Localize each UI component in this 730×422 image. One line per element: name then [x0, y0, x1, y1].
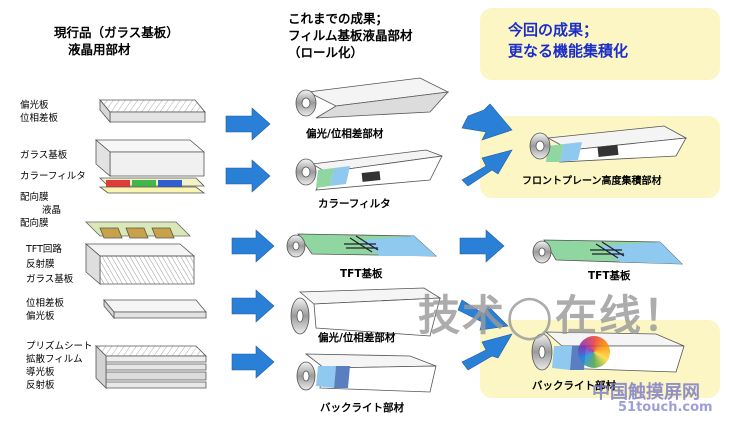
- backlight-stack: [95, 345, 207, 389]
- roll-color-filter: [295, 149, 443, 191]
- layer-label-group-1: 偏光板 位相差板: [20, 99, 58, 125]
- caption-polarizer-2: 偏光/位相差部材: [318, 332, 396, 344]
- header-line: フィルム基板液晶部材: [288, 28, 413, 43]
- current-results-header: 今回の成果； 更なる機能集積化: [508, 20, 628, 62]
- roll-polarizer-1: [295, 77, 450, 119]
- layer-label: 偏光板: [26, 311, 55, 322]
- layer-label: 偏光板: [20, 100, 49, 111]
- arrow-right-icon: [457, 299, 509, 331]
- arrow-right-icon: [461, 333, 513, 371]
- header-line: （ロール化）: [288, 45, 364, 60]
- header-line: 液晶用部材: [68, 42, 131, 57]
- layer-label-group-4: 位相差板 偏光板: [26, 297, 64, 323]
- caption-backlight-integrated: バックライト部材: [532, 380, 616, 392]
- arrow-right-icon: [225, 159, 271, 193]
- arrow-right-icon: [231, 229, 275, 263]
- caption-frontplane: フロントプレーン高度集積部材: [522, 176, 662, 187]
- layer-label: 導光板: [26, 367, 55, 378]
- arrow-right-icon: [231, 345, 275, 379]
- previous-results-header: これまでの成果； フィルム基板液晶部材 （ロール化）: [288, 10, 413, 61]
- layer-label: 配向膜: [20, 218, 49, 229]
- layer-label: カラーフィルタ: [20, 171, 86, 182]
- layer-label: ガラス基板: [20, 150, 68, 161]
- caption-color-filter: カラーフィルタ: [318, 198, 391, 210]
- layer-label: 位相差板: [20, 113, 59, 124]
- layer-label-group-2: ガラス基板 カラーフィルタ 配向膜 液晶 配向膜: [20, 149, 86, 230]
- roll-frontplane-integrated: [529, 125, 688, 163]
- arrow-right-icon: [461, 149, 513, 187]
- layer-label: 液晶: [42, 205, 62, 216]
- watermark-logo-icon: [578, 336, 610, 368]
- roll-tft: [286, 233, 438, 258]
- caption-polarizer-1: 偏光/位相差部材: [306, 128, 384, 140]
- arrow-right-icon: [231, 289, 275, 323]
- highlight-header-panel: [480, 8, 720, 80]
- header-line: 現行品（ガラス基板）: [54, 25, 179, 40]
- caption-tft-integrated: TFT基板: [588, 270, 631, 282]
- layer-label: 反射板: [26, 380, 55, 391]
- layer-label: 位相差板: [26, 298, 65, 309]
- layer-label: ガラス基板: [26, 274, 74, 285]
- roll-tft-integrated: [532, 239, 683, 265]
- glass-color-filter-stack: [94, 139, 206, 194]
- tft-glass-stack: [84, 221, 196, 285]
- layer-label: 拡散フィルム: [26, 354, 83, 365]
- header-line: これまでの成果；: [288, 11, 389, 26]
- caption-tft: TFT基板: [340, 268, 383, 280]
- layer-label: TFT回路: [26, 244, 62, 255]
- header-line: 今回の成果；: [508, 21, 599, 39]
- header-line: 更なる機能集積化: [508, 42, 629, 60]
- current-products-header: 現行品（ガラス基板） 液晶用部材: [48, 24, 179, 58]
- layer-label: プリズムシート: [26, 341, 93, 352]
- polarizer-stack-1: [99, 98, 206, 124]
- roll-polarizer-2: [290, 287, 442, 337]
- watermark-main: 技术◯在线！: [418, 291, 688, 340]
- layer-label-group-3: TFT回路 反射膜 ガラス基板: [26, 243, 73, 286]
- arrow-right-icon: [459, 229, 505, 263]
- watermark-site-url: 51touch.com: [618, 400, 713, 415]
- retarder-polarizer-stack: [103, 298, 207, 320]
- arrow-right-icon: [225, 107, 271, 141]
- layer-label: 配向膜: [20, 192, 49, 203]
- layer-label: 反射膜: [26, 259, 55, 270]
- arrow-right-icon: [461, 103, 513, 141]
- roll-backlight: [296, 353, 437, 393]
- caption-backlight: バックライト部材: [320, 402, 404, 414]
- watermark-site-cn: 中国触摸屏网: [592, 382, 700, 403]
- layer-label-group-5: プリズムシート 拡散フィルム 導光板 反射板: [26, 340, 93, 392]
